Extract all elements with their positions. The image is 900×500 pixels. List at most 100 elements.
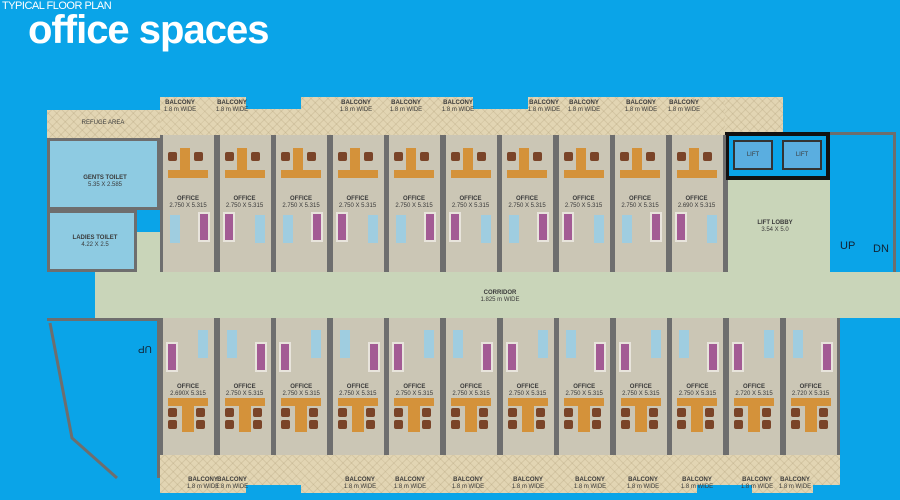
office-top-name: OFFICE <box>346 196 369 202</box>
balcony-width: 1.8 m WIDE <box>527 107 561 113</box>
corridor <box>95 272 900 318</box>
sofa <box>448 212 461 242</box>
chair <box>705 408 715 417</box>
desk <box>182 398 194 432</box>
sofa <box>367 342 380 372</box>
desk <box>575 148 586 173</box>
sofa <box>594 342 607 372</box>
rug <box>424 330 435 358</box>
corridor-width: 1.825 m WIDE <box>480 297 520 303</box>
lift-1[interactable] <box>733 140 773 170</box>
top-balcony-strip <box>160 97 725 135</box>
office-bottom-2[interactable] <box>216 318 274 455</box>
chair <box>337 408 347 417</box>
desk <box>563 170 604 178</box>
sofa <box>561 212 574 242</box>
office-top-size: 2.750 X 5.315 <box>338 203 377 209</box>
office-bottom-4[interactable] <box>329 318 387 455</box>
office-bottom-size: 2.720 X 5.315 <box>735 391 773 397</box>
chair <box>194 152 203 161</box>
rug <box>170 215 180 243</box>
office-bottom-name: OFFICE <box>290 384 313 390</box>
office-bottom-12[interactable] <box>782 318 840 455</box>
balcony-name: BALCONY <box>628 477 658 483</box>
balcony-name: BALCONY <box>345 477 375 483</box>
office-top-10[interactable] <box>668 135 726 272</box>
balcony-name: BALCONY <box>575 477 605 483</box>
rug <box>480 215 491 243</box>
chair <box>252 420 262 429</box>
stair-left-up-label: UP <box>138 343 152 354</box>
desk <box>236 148 247 173</box>
balcony-name: BALCONY <box>165 100 195 106</box>
rug <box>706 215 717 243</box>
chair <box>281 408 291 417</box>
chair <box>535 408 545 417</box>
office-bottom-size: 2.750 X 5.315 <box>452 391 490 397</box>
desk <box>519 148 529 173</box>
sofa <box>424 212 436 242</box>
balcony-name: BALCONY <box>395 477 425 483</box>
desk <box>521 398 534 432</box>
chair <box>762 420 771 429</box>
sofa <box>279 342 292 372</box>
desk <box>620 170 660 178</box>
office-top-name: OFFICE <box>290 196 312 202</box>
desk <box>168 170 208 178</box>
chair <box>252 408 262 417</box>
chair <box>476 152 486 161</box>
chair <box>337 420 347 429</box>
lift-2[interactable] <box>782 140 822 170</box>
sofa <box>481 342 493 372</box>
desk <box>632 148 642 173</box>
rug <box>650 330 661 358</box>
office-bottom-8[interactable] <box>556 318 614 455</box>
sofa <box>505 342 518 372</box>
lift-lobby-size: 3.54 X 5.0 <box>761 227 789 233</box>
balcony-width: 1.8 m WIDE <box>393 484 427 490</box>
rug <box>339 330 350 358</box>
sofa <box>707 342 720 372</box>
rug <box>226 330 237 358</box>
chair <box>734 408 743 417</box>
office-top-size: 2.750 X 5.315 <box>451 203 490 209</box>
rug <box>367 215 378 243</box>
rug <box>283 215 293 243</box>
chair <box>250 152 260 161</box>
desk <box>351 398 364 432</box>
chair <box>309 420 319 429</box>
balcony-name: BALCONY <box>529 100 559 106</box>
chair <box>196 420 205 429</box>
chair <box>818 408 828 417</box>
sofa <box>311 212 323 242</box>
office-top-size: 2.750 X 5.315 <box>169 203 207 209</box>
chair <box>790 408 800 417</box>
chair <box>705 420 715 429</box>
chair <box>451 408 460 417</box>
chair <box>422 408 432 417</box>
corridor-name: CORRIDOR <box>483 290 517 296</box>
chair <box>564 420 574 429</box>
balcony-name: BALCONY <box>669 100 699 106</box>
office-bottom-6[interactable] <box>443 318 500 455</box>
office-bottom-10[interactable] <box>669 318 727 455</box>
chair <box>168 152 177 161</box>
sofa <box>732 342 744 372</box>
rug <box>679 330 690 358</box>
chair <box>648 420 658 429</box>
chair <box>337 152 347 161</box>
office-bottom-name: OFFICE <box>629 384 652 390</box>
